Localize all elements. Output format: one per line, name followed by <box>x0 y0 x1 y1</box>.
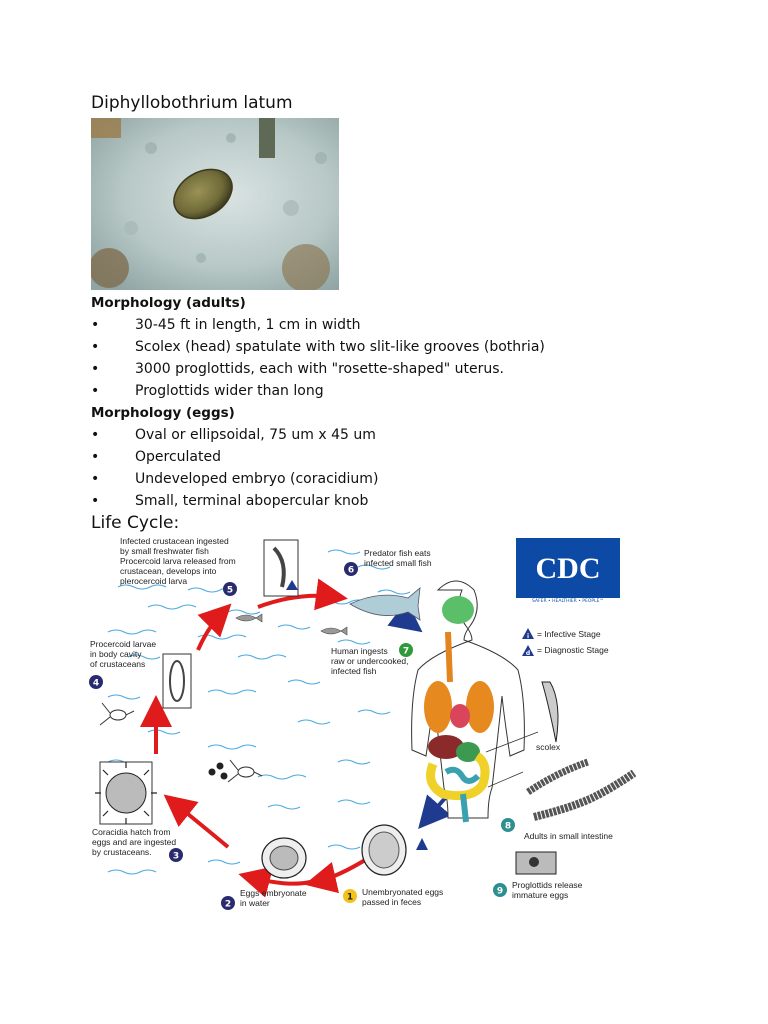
step-number: 4 <box>93 679 99 689</box>
step-number: 2 <box>225 900 231 910</box>
egg-item: •Small, terminal abopercular knob <box>91 493 368 509</box>
legend-infective: = Infective Stage <box>537 629 601 639</box>
step-text: Procercoid larva released from <box>120 556 236 566</box>
step-text: infected fish <box>331 666 377 676</box>
step-number: 6 <box>348 566 354 576</box>
life-cycle-heading: Life Cycle: <box>91 513 179 533</box>
step-text: of crustaceans <box>90 659 145 669</box>
egg-micrograph <box>91 118 339 290</box>
cdc-tagline: SAFER • HEALTHIER • PEOPLE™ <box>532 598 604 604</box>
adult-item: •Scolex (head) spatulate with two slit-l… <box>91 339 545 355</box>
life-cycle-diagram: CDC SAFER • HEALTHIER • PEOPLE™ i = Infe… <box>88 532 648 916</box>
step-text: passed in feces <box>362 897 421 907</box>
step-number: 3 <box>173 852 179 862</box>
cdc-logo: CDC <box>536 552 601 585</box>
adult-item: •30-45 ft in length, 1 cm in width <box>91 317 360 333</box>
step-number: 7 <box>403 647 409 657</box>
step-text: eggs and are ingested <box>92 837 176 847</box>
step-number: 9 <box>497 887 503 897</box>
adult-item: •3000 proglottids, each with "rosette-sh… <box>91 361 504 377</box>
step-text: in body cavity <box>90 649 142 659</box>
infective-symbol: i <box>527 633 529 640</box>
step-text: by crustaceans. <box>92 847 152 857</box>
page-title: Diphyllobothrium latum <box>91 93 293 113</box>
adult-item: •Proglottids wider than long <box>91 383 324 399</box>
step-text: immature eggs <box>512 890 568 900</box>
step-text: Eggs embryonate <box>240 888 307 898</box>
legend-diagnostic: = Diagnostic Stage <box>537 645 609 655</box>
egg-item: •Undeveloped embryo (coracidium) <box>91 471 378 487</box>
step-text: Predator fish eats <box>364 548 431 558</box>
egg-item: •Oval or ellipsoidal, 75 um x 45 um <box>91 427 376 443</box>
diagnostic-symbol: d <box>526 650 530 657</box>
morphology-adults-heading: Morphology (adults) <box>91 295 246 311</box>
step-text: plerocercoid larva <box>120 576 187 586</box>
step-number: 1 <box>347 893 353 903</box>
step-text: Infected crustacean ingested <box>120 536 229 546</box>
human-figure <box>412 581 525 822</box>
step-number: 8 <box>505 822 511 832</box>
morphology-eggs-heading: Morphology (eggs) <box>91 405 235 421</box>
step-text: Coracidia hatch from <box>92 827 170 837</box>
step-text: crustacean, develops into <box>120 566 217 576</box>
step-text: raw or undercooked, <box>331 656 409 666</box>
label-adults: Adults in small intestine <box>524 831 613 841</box>
step-text: Proglottids release <box>512 880 583 890</box>
label-scolex: scolex <box>536 742 561 752</box>
step-text: in water <box>240 898 270 908</box>
step-text: Procercoid larvae <box>90 639 156 649</box>
step-text: by small freshwater fish <box>120 546 209 556</box>
egg-item: •Operculated <box>91 449 221 465</box>
step-text: Unembryonated eggs <box>362 887 443 897</box>
step-text: Human ingests <box>331 646 388 656</box>
step-text: infected small fish <box>364 558 432 568</box>
step-number: 5 <box>227 586 233 596</box>
